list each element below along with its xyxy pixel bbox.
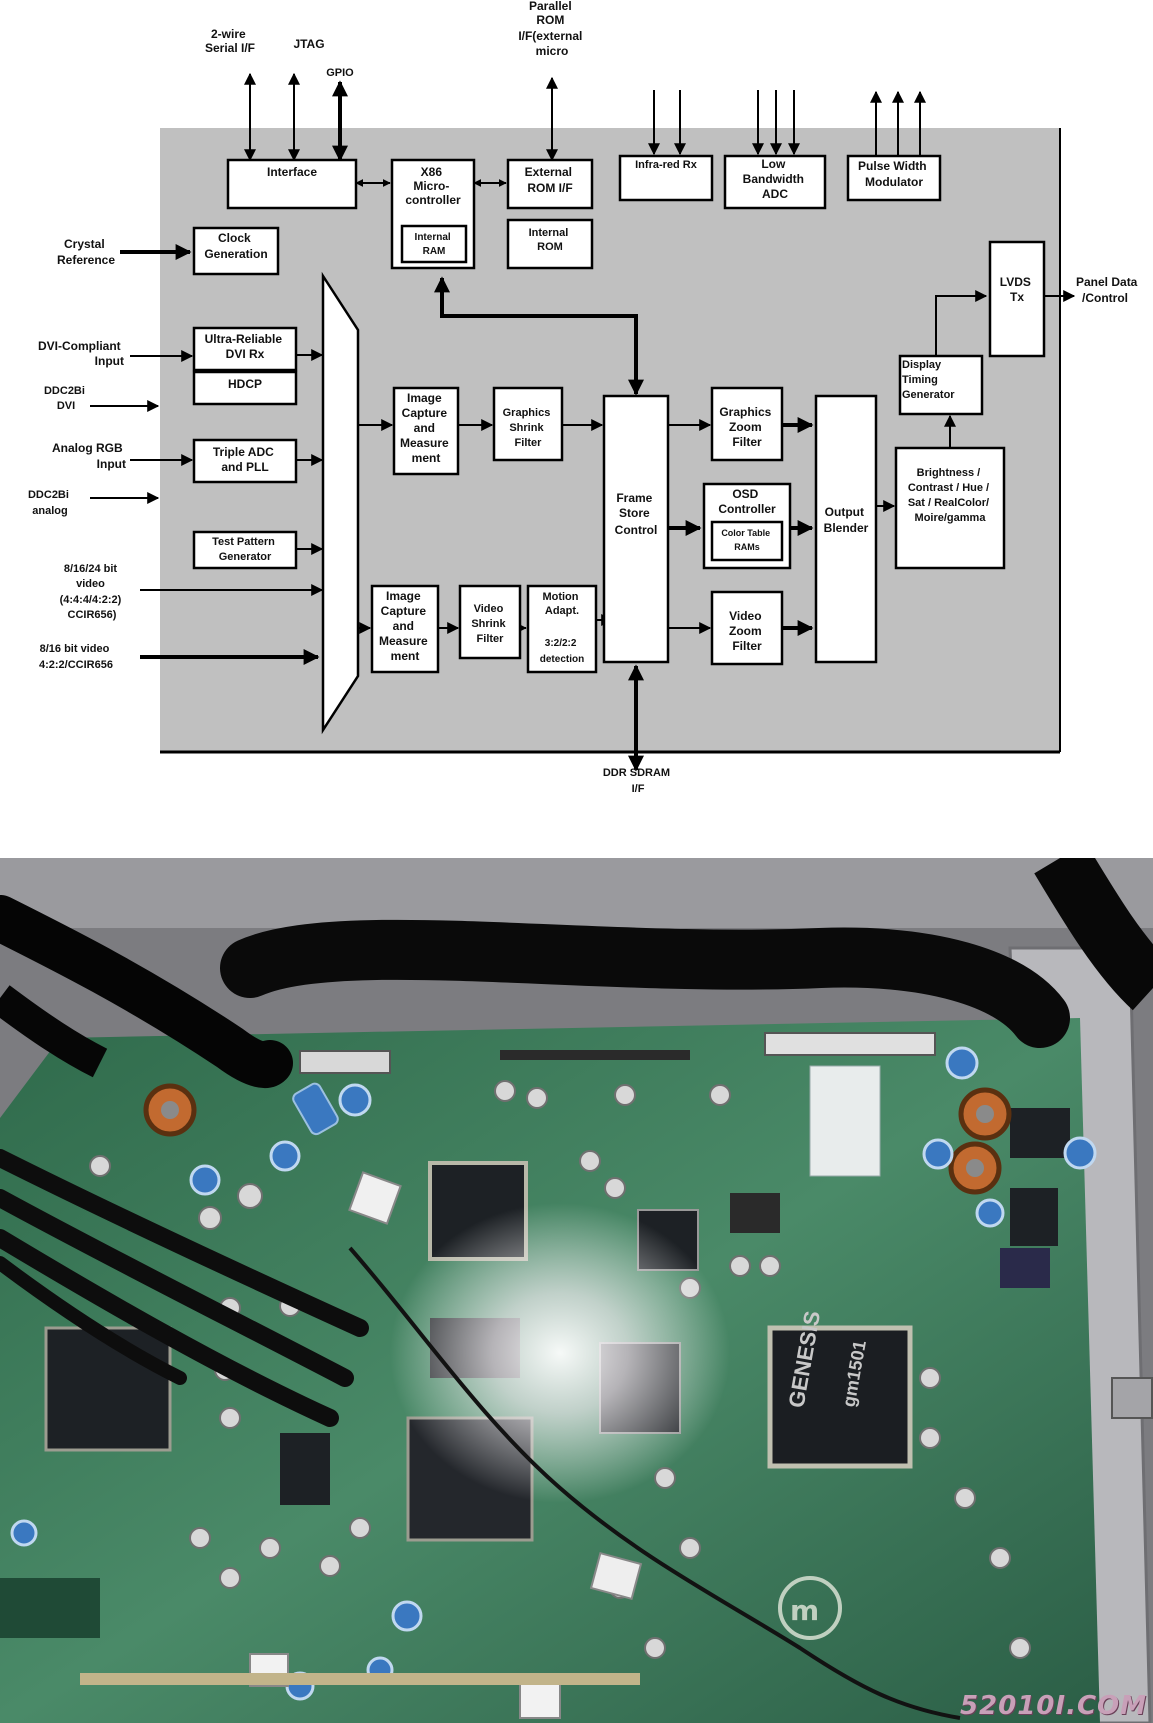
video-shrink-filter-block (458, 584, 522, 660)
low-bandwidth-adc-label: Low Bandwidth ADC (743, 157, 808, 201)
image-capture-graphics-block (392, 386, 460, 476)
video-shrink-filter-label: Video Shrink Filter (471, 603, 508, 645)
external-rom-if-label: External ROM I/F (525, 165, 576, 195)
motion-adapt-label: Motion Adapt. (542, 591, 581, 617)
label-analog-rgb: Analog RGB Input (52, 441, 126, 471)
label-video-24bit: 8/16/24 bit video (4:4:4/4:2:2) CCIR656) (60, 563, 125, 621)
internal-ram-block (400, 224, 468, 264)
hdcp-block (192, 370, 298, 406)
infrared-rx-block (618, 154, 714, 202)
motion-adapt-block (526, 584, 598, 674)
label-crystal-reference: Crystal Reference (57, 237, 115, 267)
label-jtag: JTAG (293, 37, 324, 51)
chip-genesis-main (767, 1325, 913, 1469)
external-rom-if-block (506, 158, 594, 210)
pulse-width-modulator-label: Pulse Width Modulator (858, 159, 930, 189)
graphics-shrink-filter-label: Graphics Shrink Filter (503, 407, 554, 449)
triple-adc-pll-block (192, 438, 298, 484)
internal-rom-block (506, 218, 594, 270)
image-capture-video-label: Image Capture and Measure ment (379, 589, 431, 663)
label-video-16bit: 8/16 bit video 4:2:2/CCIR656 (39, 643, 113, 671)
brightness-contrast-label: Brightness / Contrast / Hue / Sat / Real… (908, 467, 992, 524)
display-timing-generator-label: Display Timing Generator (902, 359, 955, 401)
infrared-rx-label: Infra-red Rx (635, 159, 698, 171)
lvds-tx-label: LVDS Tx (1000, 275, 1034, 304)
watermark: 52010I.COM (959, 1691, 1147, 1721)
low-bandwidth-adc-block (723, 154, 827, 210)
graphics-zoom-filter-label: Graphics Zoom Filter (719, 405, 774, 449)
interface-label: Interface (267, 165, 317, 179)
image-capture-video-block (370, 584, 440, 674)
frame-store-control-block (602, 394, 670, 664)
dvi-rx-label: Ultra-Reliable DVI Rx (205, 332, 286, 361)
pcb-photo: GENESIS gm1501 (0, 858, 1153, 1723)
image-capture-graphics-label: Image Capture and Measure ment (400, 391, 452, 465)
graphics-shrink-filter-block (492, 386, 564, 462)
dvi-rx-block (192, 326, 298, 372)
triple-adc-pll-label: Triple ADC and PLL (213, 445, 277, 474)
test-pattern-generator-label: Test Pattern Generator (212, 536, 278, 563)
microcontroller-label: X86 Micro- controller (405, 165, 461, 207)
color-table-rams-block (710, 520, 784, 562)
video-zoom-filter-label: Video Zoom Filter (729, 609, 765, 653)
pulldown-detection-label: 3:2/2:2 detection (540, 638, 584, 665)
clock-generation-block (192, 226, 280, 276)
lvds-tx-block (988, 240, 1046, 358)
internal-ram-label: Internal RAM (415, 232, 454, 257)
label-parallel-rom: Parallel ROM I/F(external micro (518, 0, 585, 58)
label-gpio: GPIO (326, 67, 354, 79)
block-diagram: 2-wire Serial I/F JTAG GPIO Parallel ROM… (28, 0, 1141, 795)
pcb-illustration: GENESIS gm1501 (0, 858, 1153, 1723)
pulse-width-modulator-block (846, 154, 942, 202)
color-table-rams-label: Color Table RAMs (721, 528, 772, 552)
output-blender-block (814, 394, 878, 664)
interface-block (226, 158, 358, 210)
output-blender-label: Output Blender (824, 505, 869, 535)
input-multiplexer (321, 271, 360, 735)
chip-large-2 (44, 1326, 172, 1452)
label-ddr-sdram: DDR SDRAM I/F (603, 767, 673, 795)
label-two-wire: 2-wire Serial I/F (205, 27, 255, 55)
frame-store-control-label: Frame Store Control (615, 491, 658, 537)
label-panel-data: Panel Data /Control (1076, 275, 1141, 305)
display-timing-generator-block (898, 354, 984, 416)
osd-controller-label: OSD Controller (718, 487, 776, 516)
internal-rom-label: Internal ROM (529, 227, 572, 253)
board-logo-glyph: m (790, 1594, 819, 1627)
label-ddc2bi-dvi: DDC2Bi DVI (44, 385, 88, 412)
label-ddc2bi-analog: DDC2Bi analog (28, 489, 72, 517)
clock-generation-label: Clock Generation (204, 231, 267, 261)
label-dvi-input: DVI-Compliant Input (38, 339, 124, 368)
hdcp-label: HDCP (228, 377, 262, 391)
